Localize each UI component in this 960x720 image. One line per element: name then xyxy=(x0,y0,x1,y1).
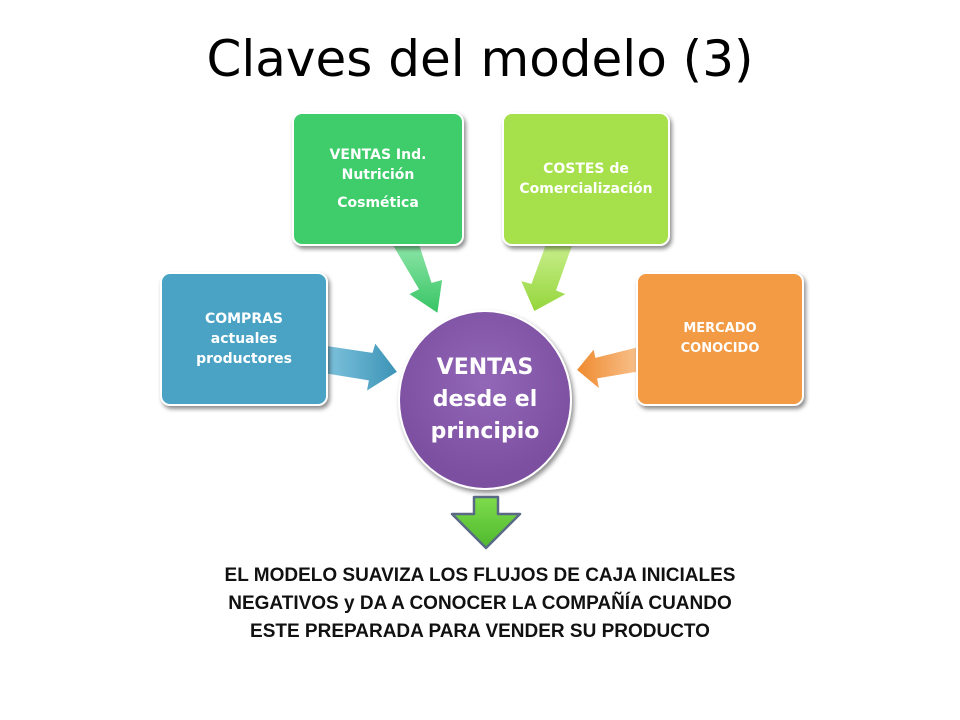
arrow-ventas-ind xyxy=(390,244,444,316)
arrow-down xyxy=(450,495,522,550)
box-compras-line-2: actuales xyxy=(210,331,278,347)
center-line-1: VENTAS xyxy=(436,355,534,380)
box-mercado-line-2: CONOCIDO xyxy=(680,341,760,356)
slide-title: Claves del modelo (3) xyxy=(206,30,754,88)
note-line-2: NEGATIVOS y DA A CONOCER LA COMPAÑÍA CUA… xyxy=(228,593,732,614)
box-ventas-ind-line-2: Nutrición xyxy=(341,167,415,183)
model-note: EL MODELO SUAVIZA LOS FLUJOS DE CAJA INI… xyxy=(120,562,840,646)
note-line-3: ESTE PREPARADA PARA VENDER SU PRODUCTO xyxy=(250,621,710,642)
center-line-3: principio xyxy=(430,419,540,444)
box-ventas-ind-line-1: VENTAS Ind. xyxy=(329,147,427,163)
box-ventas-ind: VENTAS Ind. Nutrición Cosmética xyxy=(292,112,464,246)
note-line-1: EL MODELO SUAVIZA LOS FLUJOS DE CAJA INI… xyxy=(224,565,736,586)
box-costes-line-1: COSTES de xyxy=(543,161,629,177)
box-compras-line-3: productores xyxy=(196,351,292,367)
box-mercado: MERCADO CONOCIDO xyxy=(636,272,804,406)
box-mercado-line-1: MERCADO xyxy=(683,321,757,336)
arrow-compras xyxy=(324,340,400,394)
arrow-costes xyxy=(518,244,575,314)
center-line-2: desde el xyxy=(432,387,538,412)
box-compras: COMPRAS actuales productores xyxy=(160,272,328,406)
box-ventas-ind-line-3: Cosmética xyxy=(337,195,419,211)
box-costes-line-2: Comercialización xyxy=(519,181,653,197)
center-circle: VENTAS desde el principio xyxy=(398,310,572,490)
arrow-mercado xyxy=(574,345,641,392)
box-costes: COSTES de Comercialización xyxy=(502,112,670,246)
box-compras-line-1: COMPRAS xyxy=(204,311,284,327)
